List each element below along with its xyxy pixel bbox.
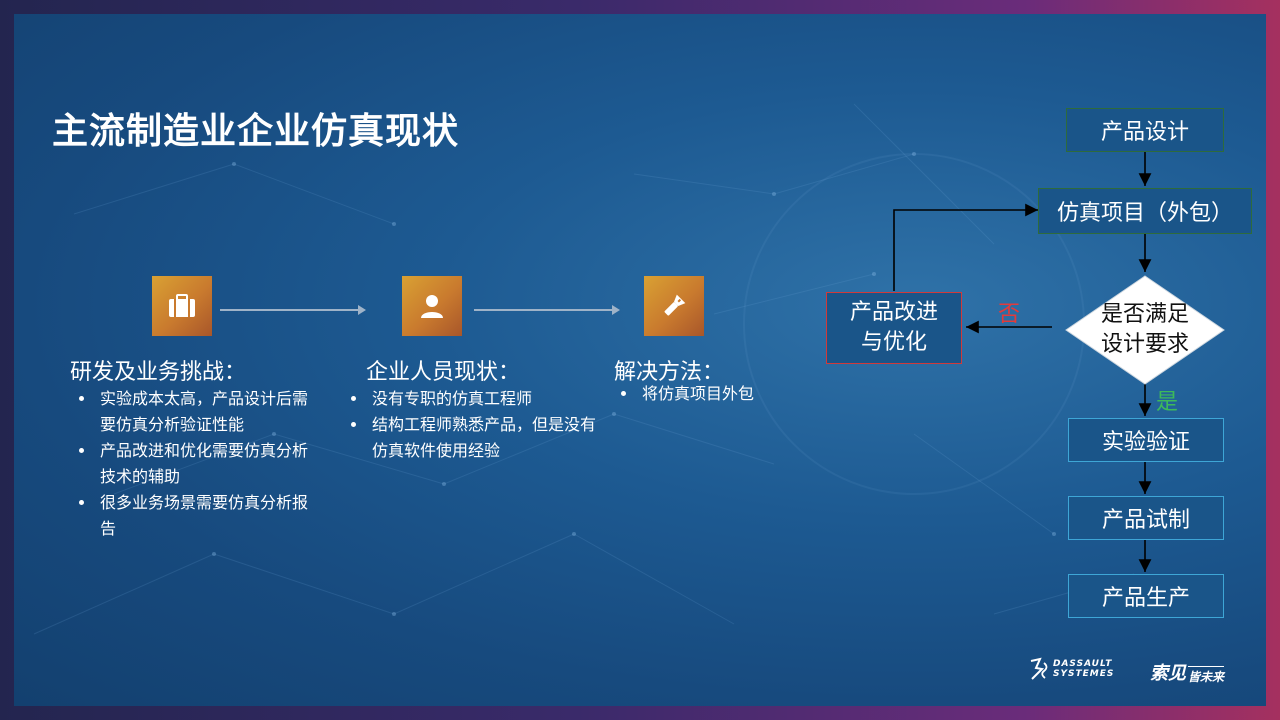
solution-title: 解决方法： (614, 360, 725, 385)
connector-arrow-2 (474, 305, 620, 315)
tagline-main: 索见 (1150, 663, 1186, 684)
list-item: 实验成本太高，产品设计后需要仿真分析验证性能 (96, 386, 308, 438)
no-label: 否 (998, 302, 1021, 327)
flow-improve-optimize: 产品改进 与优化 (826, 292, 962, 364)
flow-simulation-outsource: 仿真项目（外包） (1038, 188, 1252, 234)
flow-experiment-verify: 实验验证 (1068, 418, 1224, 462)
staff-icon-box (402, 276, 462, 336)
dassault-text-2: SYSTEMES (1053, 669, 1115, 679)
solution-icon-box (644, 276, 704, 336)
challenge-icon-box (152, 276, 212, 336)
flashlight-icon (664, 294, 686, 316)
list-item: 结构工程师熟悉产品，但是没有仿真软件使用经验 (368, 412, 598, 464)
flow-mass-production: 产品生产 (1068, 574, 1224, 618)
staff-list: 没有专职的仿真工程师 结构工程师熟悉产品，但是没有仿真软件使用经验 (344, 386, 598, 464)
challenge-title: 研发及业务挑战： (70, 360, 247, 385)
staff-title: 企业人员现状： (366, 360, 521, 385)
connector-arrow-1 (220, 305, 366, 315)
list-item: 产品改进和优化需要仿真分析技术的辅助 (96, 438, 308, 490)
page-title: 主流制造业企业仿真现状 (52, 111, 460, 152)
dassault-logo: DASSAULT SYSTEMES (1028, 657, 1114, 681)
improve-line-2: 与优化 (860, 330, 927, 355)
decision-diamond (1065, 275, 1225, 385)
list-item: 没有专职的仿真工程师 (368, 386, 598, 412)
user-icon (421, 295, 443, 318)
solution-list: 将仿真项目外包 (614, 381, 858, 407)
briefcase-icon (169, 294, 195, 317)
tagline-logo: 索见 皆未来 (1150, 659, 1225, 685)
list-item: 将仿真项目外包 (638, 381, 858, 407)
slide-canvas: 主流制造业企业仿真现状 研发及业务挑战： 实验成本太高，产品设计后需要仿真分析验… (14, 14, 1266, 706)
flow-product-design: 产品设计 (1066, 108, 1224, 152)
decision-line-1: 是否满足 (1100, 302, 1189, 327)
decision-line-2: 设计要求 (1100, 332, 1189, 357)
challenge-list: 实验成本太高，产品设计后需要仿真分析验证性能 产品改进和优化需要仿真分析技术的辅… (72, 386, 308, 542)
tagline-sub: 皆未来 (1188, 666, 1225, 685)
improve-line-1: 产品改进 (849, 300, 938, 325)
flow-trial-production: 产品试制 (1068, 496, 1224, 540)
decision-label: 是否满足 设计要求 (1074, 300, 1216, 360)
list-item: 很多业务场景需要仿真分析报告 (96, 490, 308, 542)
dassault-3ds-icon (1030, 657, 1048, 680)
flowchart-arrows (893, 152, 1225, 572)
yes-label: 是 (1156, 390, 1179, 415)
dassault-text-1: DASSAULT (1053, 659, 1113, 669)
